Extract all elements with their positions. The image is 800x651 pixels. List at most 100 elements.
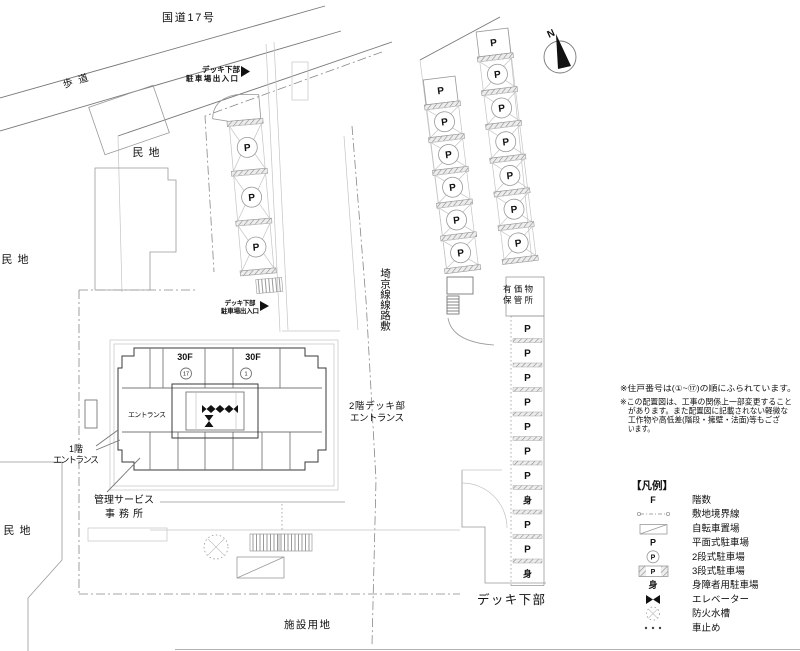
- entrance-label: エントランス: [128, 411, 166, 419]
- valuables-storage-line1: 有価物: [503, 284, 533, 294]
- parking-stall-tier: P: [449, 182, 457, 194]
- parking-stall-tier: P: [494, 69, 502, 81]
- deck-bottom-label: デッキ下部: [477, 592, 545, 607]
- valuables-storage-line2: 保管所: [503, 295, 533, 305]
- legend-label: 敷地境界線: [692, 508, 740, 520]
- main-building: 30F 30F 17 1 エントランス: [84, 339, 339, 491]
- legend-label: 階数: [692, 494, 712, 506]
- bicycle-parking-area: [87, 527, 285, 579]
- parking-column-a: P P P P P P: [422, 75, 482, 275]
- parking-stall-flat: P: [524, 373, 531, 384]
- legend-title: 【凡例】: [631, 479, 673, 492]
- parking-stall-tier: P: [244, 143, 252, 155]
- legend-label: 3段式駐車場: [692, 565, 745, 577]
- lower-deck-band: [106, 457, 460, 532]
- road-area: [0, 5, 393, 293]
- entrance-arrow-icon: [241, 66, 250, 77]
- parking-stall-tier: P: [457, 248, 465, 260]
- parking-ramp: [255, 277, 284, 294]
- right-deck-outline: [461, 469, 546, 584]
- notes: ※住戸番号は(①~⑰)の順にふられています。 ※この配置図は、工事の関係上一部変…: [620, 383, 796, 434]
- north-label: N: [546, 28, 557, 41]
- floor-label-right: 30F: [245, 352, 261, 362]
- legend: 【凡例】 F 階数 敷地境界線 自転車置場 P 平面式駐車場 P 2段式駐車場 …: [631, 479, 759, 634]
- parking-stall-tier: P: [506, 171, 514, 183]
- deck-parking-entrance-top: デッキ下部 駐車場出入口: [186, 64, 250, 83]
- deck-entrance-label-line2: 駐車場出入口: [221, 306, 259, 315]
- parking-stall-tier: P: [498, 103, 506, 115]
- neighbor-buildings: [0, 84, 177, 651]
- parking-stall-flat: P: [524, 520, 531, 531]
- flat-parking-icon: P: [650, 538, 656, 548]
- entrance-1f-line1: 1階: [69, 444, 83, 454]
- parking-stall-flat: P: [524, 397, 531, 408]
- note-2-line4: います。: [628, 425, 654, 434]
- three-tier-parking-icon: [638, 565, 669, 577]
- note-2-line1: ※この配置図は、工事の関係上一部変更すること: [620, 397, 792, 407]
- parking-stall-tier: P: [510, 204, 518, 216]
- parking-stall-disabled: 身: [523, 494, 532, 505]
- deck-parking-entrance-mid: デッキ下部 駐車場出入口: [221, 298, 269, 315]
- parking-stall-tier: P: [514, 238, 522, 250]
- entrance-2f-line2: エントランス: [350, 413, 404, 424]
- private-land-label: 民地: [4, 524, 31, 537]
- elevator-icon: [646, 595, 660, 604]
- private-land-label: 民地: [2, 253, 29, 266]
- unit-number-circle: [180, 367, 192, 380]
- note-2-line2: があります。また配置図に記載されない軽微な: [628, 406, 788, 416]
- north-arrow-needle: [556, 34, 571, 69]
- road-label: 国道17号: [162, 10, 214, 24]
- facility-land-label: 施設用地: [284, 618, 331, 631]
- bicycle-racks: [249, 533, 313, 552]
- parking-stall-tier: P: [445, 150, 453, 162]
- upper-parking-strip: P P P: [212, 94, 277, 277]
- legend-label: エレベーター: [692, 594, 749, 605]
- parking-stall-flat: P: [524, 471, 531, 482]
- parking-stall-tier: P: [248, 192, 256, 204]
- two-tier-parking-icon: [646, 550, 660, 564]
- parking-stall-flat: P: [524, 324, 531, 335]
- note-1: ※住戸番号は(①~⑰)の順にふられています。: [620, 383, 796, 393]
- parking-column-b: P P P P P P P: [475, 27, 539, 265]
- unit-number-1: 1: [244, 372, 247, 378]
- parking-stall-disabled: 身: [523, 568, 532, 579]
- legend-label: 身障者用駐車場: [692, 579, 759, 591]
- two-tier-parking-symbol: P: [651, 554, 656, 561]
- railway-label: 埼京線線路敷: [379, 267, 391, 332]
- entrance-2f-line1: 2階デッキ部: [349, 400, 405, 412]
- parking-stall-flat: P: [437, 86, 445, 98]
- deck-entrance-label-line1: デッキ下部: [225, 298, 257, 307]
- parking-stall-tier: P: [252, 242, 260, 254]
- office-label-line2: 事務所: [105, 507, 143, 520]
- parking-stall-flat: P: [490, 38, 498, 50]
- deck-entrance-label-line1: デッキ下部: [202, 64, 241, 74]
- private-land-label: 民地: [133, 146, 160, 159]
- legend-label: 車止め: [692, 622, 721, 634]
- parking-stall-tier: P: [441, 117, 449, 129]
- stairs-structure: [446, 276, 495, 346]
- legend-label: 平面式駐車場: [692, 537, 750, 549]
- floor-count-icon: F: [650, 495, 656, 505]
- valuables-storage: 有価物 保管所: [503, 276, 545, 317]
- parking-stall-flat: P: [524, 422, 531, 433]
- entrance-1f-line2: エントランス: [53, 455, 99, 465]
- sidewalk-label: 歩道: [61, 71, 90, 91]
- legend-label: 防火水槽: [692, 608, 731, 620]
- car-stop-icon: [644, 626, 662, 630]
- note-2-line3: 工作物や高低差(階段・擁壁・法面)等もござ: [628, 415, 780, 425]
- office-label-line1: 管理サービス: [94, 493, 154, 506]
- entrance-arrow-icon: [260, 301, 269, 311]
- unit-number-17: 17: [183, 372, 189, 378]
- parking-stall-tier: P: [502, 137, 510, 149]
- legend-label: 自転車置場: [692, 522, 740, 534]
- site-boundary-icon: [637, 512, 671, 517]
- fire-cistern: [203, 534, 229, 560]
- parking-stall-flat: P: [524, 446, 531, 457]
- north-arrow: N: [543, 28, 577, 74]
- parking-stall-tier: P: [453, 215, 461, 227]
- floor-label-left: 30F: [177, 352, 193, 362]
- three-tier-parking-symbol: P: [651, 569, 656, 576]
